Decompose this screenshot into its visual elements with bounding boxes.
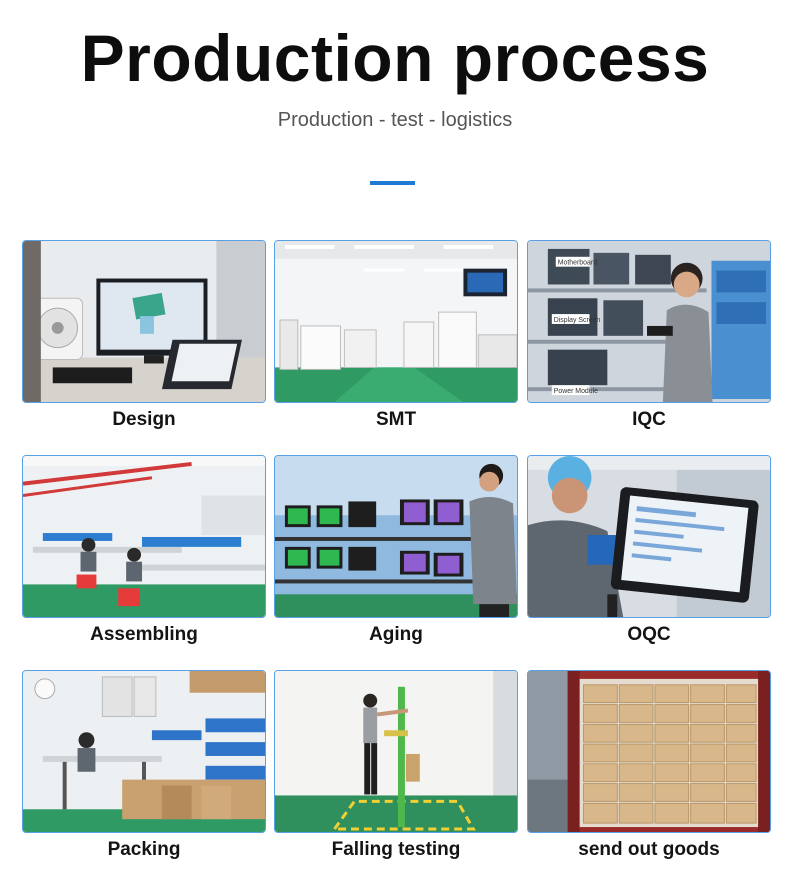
step-label-assembling: Assembling [90,624,198,645]
design-photo [22,240,266,403]
shelf-label-1-text: Motherboard [558,260,597,267]
step-card-iqc: Motherboard Display Screen Power Module … [527,240,771,430]
shelf-label-2 [551,314,590,324]
step-card-send-out-goods: send out goods [527,670,771,860]
step-card-falling-testing: Falling testing [274,670,518,860]
step-label-aging: Aging [369,624,423,645]
shelf-label-3-text: Power Module [554,388,598,395]
shelf-label-1 [555,256,590,267]
aging-photo [274,455,518,618]
shelf-label-3 [551,385,590,396]
page-subtitle: Production - test - logistics [277,109,513,131]
step-card-smt: SMT [274,240,518,430]
step-label-packing: Packing [107,839,181,860]
step-label-oqc: OQC [627,624,671,645]
smt-photo [274,240,518,403]
step-card-oqc: OQC [527,455,771,645]
assembling-photo [22,455,266,618]
page-title: Production process [80,21,710,95]
step-card-packing: Packing [22,670,266,860]
iqc-photo: Motherboard Display Screen Power Module [527,240,771,403]
step-card-design: Design [22,240,266,430]
oqc-photo [527,455,771,618]
step-label-smt: SMT [375,409,417,430]
accent-divider [370,181,415,185]
falling-testing-photo [274,670,518,833]
send-out-goods-photo [527,670,771,833]
step-label-iqc: IQC [632,409,666,430]
packing-photo [22,670,266,833]
step-label-falling-testing: Falling testing [331,839,461,860]
step-label-design: Design [112,409,176,430]
step-card-aging: Aging [274,455,518,645]
step-label-send-out-goods: send out goods [578,839,720,860]
shelf-label-2-text: Display Screen [554,317,601,324]
step-card-assembling: Assembling [22,455,266,645]
